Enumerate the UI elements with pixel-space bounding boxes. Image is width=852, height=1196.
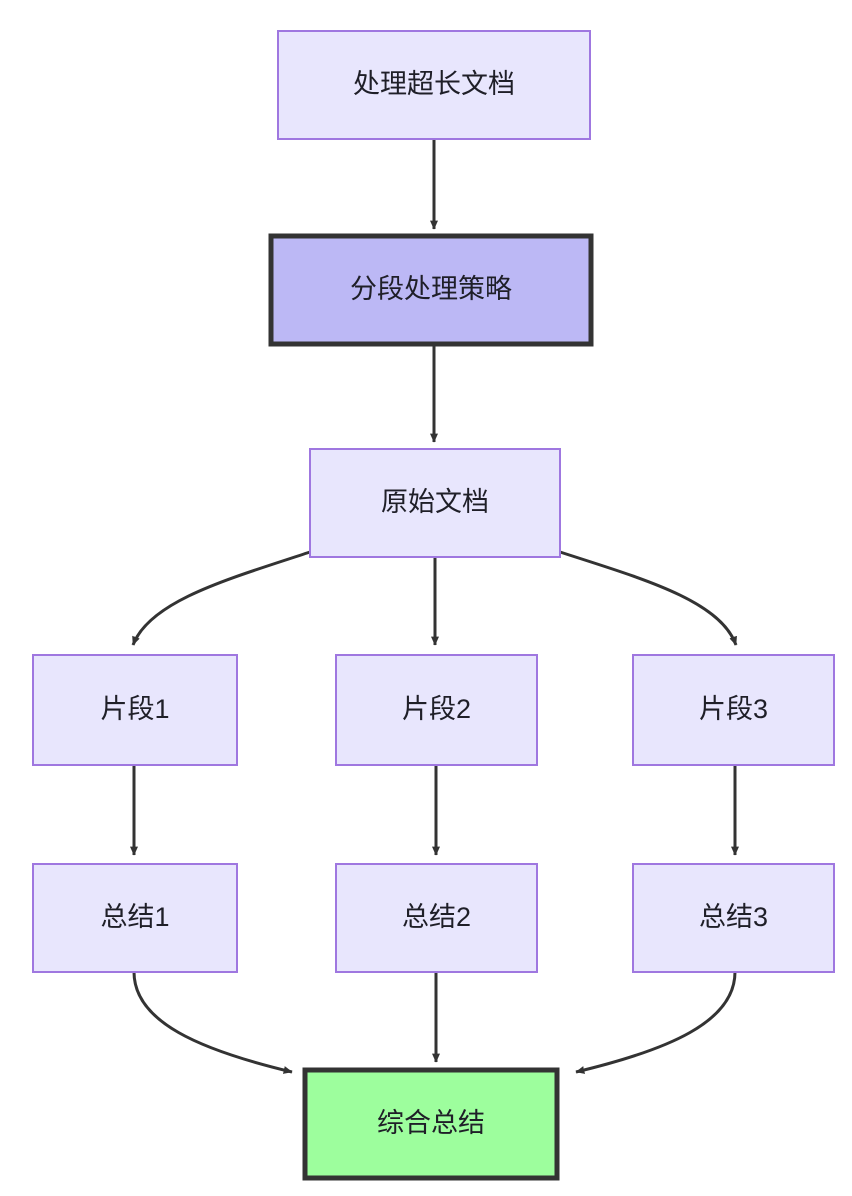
node-shape-n1[interactable] xyxy=(277,30,591,140)
node-n4[interactable]: 片段1 xyxy=(32,654,238,766)
node-shape-n4[interactable] xyxy=(32,654,238,766)
node-n6[interactable]: 片段3 xyxy=(632,654,835,766)
node-shape-n5[interactable] xyxy=(335,654,538,766)
node-n7[interactable]: 总结1 xyxy=(32,863,238,973)
edge-n3-to-n4 xyxy=(131,550,311,646)
node-shape-n10[interactable] xyxy=(302,1067,560,1181)
node-label-n10: 综合总结 xyxy=(377,1108,485,1138)
node-label-n6: 片段3 xyxy=(699,694,768,724)
node-n8[interactable]: 总结2 xyxy=(335,863,538,973)
node-shape-n7[interactable] xyxy=(32,863,238,973)
node-label-n8: 总结2 xyxy=(402,902,471,932)
edges-layer xyxy=(130,139,739,1074)
node-shape-n3[interactable] xyxy=(309,448,561,558)
edge-n3-to-n6 xyxy=(559,550,738,646)
node-n1[interactable]: 处理超长文档 xyxy=(277,30,591,140)
node-label-n4: 片段1 xyxy=(100,694,169,724)
node-shape-n9[interactable] xyxy=(632,863,835,973)
node-label-n1: 处理超长文档 xyxy=(353,69,515,99)
edge-n7-to-n10 xyxy=(132,971,293,1074)
node-shape-n8[interactable] xyxy=(335,863,538,973)
edge-n9-to-n10 xyxy=(575,971,737,1074)
node-label-n9: 总结3 xyxy=(699,902,768,932)
node-label-n7: 总结1 xyxy=(100,902,169,932)
node-label-n5: 片段2 xyxy=(402,694,471,724)
node-n5[interactable]: 片段2 xyxy=(335,654,538,766)
node-n9[interactable]: 总结3 xyxy=(632,863,835,973)
node-shape-n2[interactable] xyxy=(268,233,594,347)
node-shape-n6[interactable] xyxy=(632,654,835,766)
node-label-n3: 原始文档 xyxy=(381,487,489,517)
node-label-n2: 分段处理策略 xyxy=(350,274,512,304)
node-n3[interactable]: 原始文档 xyxy=(309,448,561,558)
node-n2[interactable]: 分段处理策略 xyxy=(268,233,594,347)
node-n10[interactable]: 综合总结 xyxy=(302,1067,560,1181)
